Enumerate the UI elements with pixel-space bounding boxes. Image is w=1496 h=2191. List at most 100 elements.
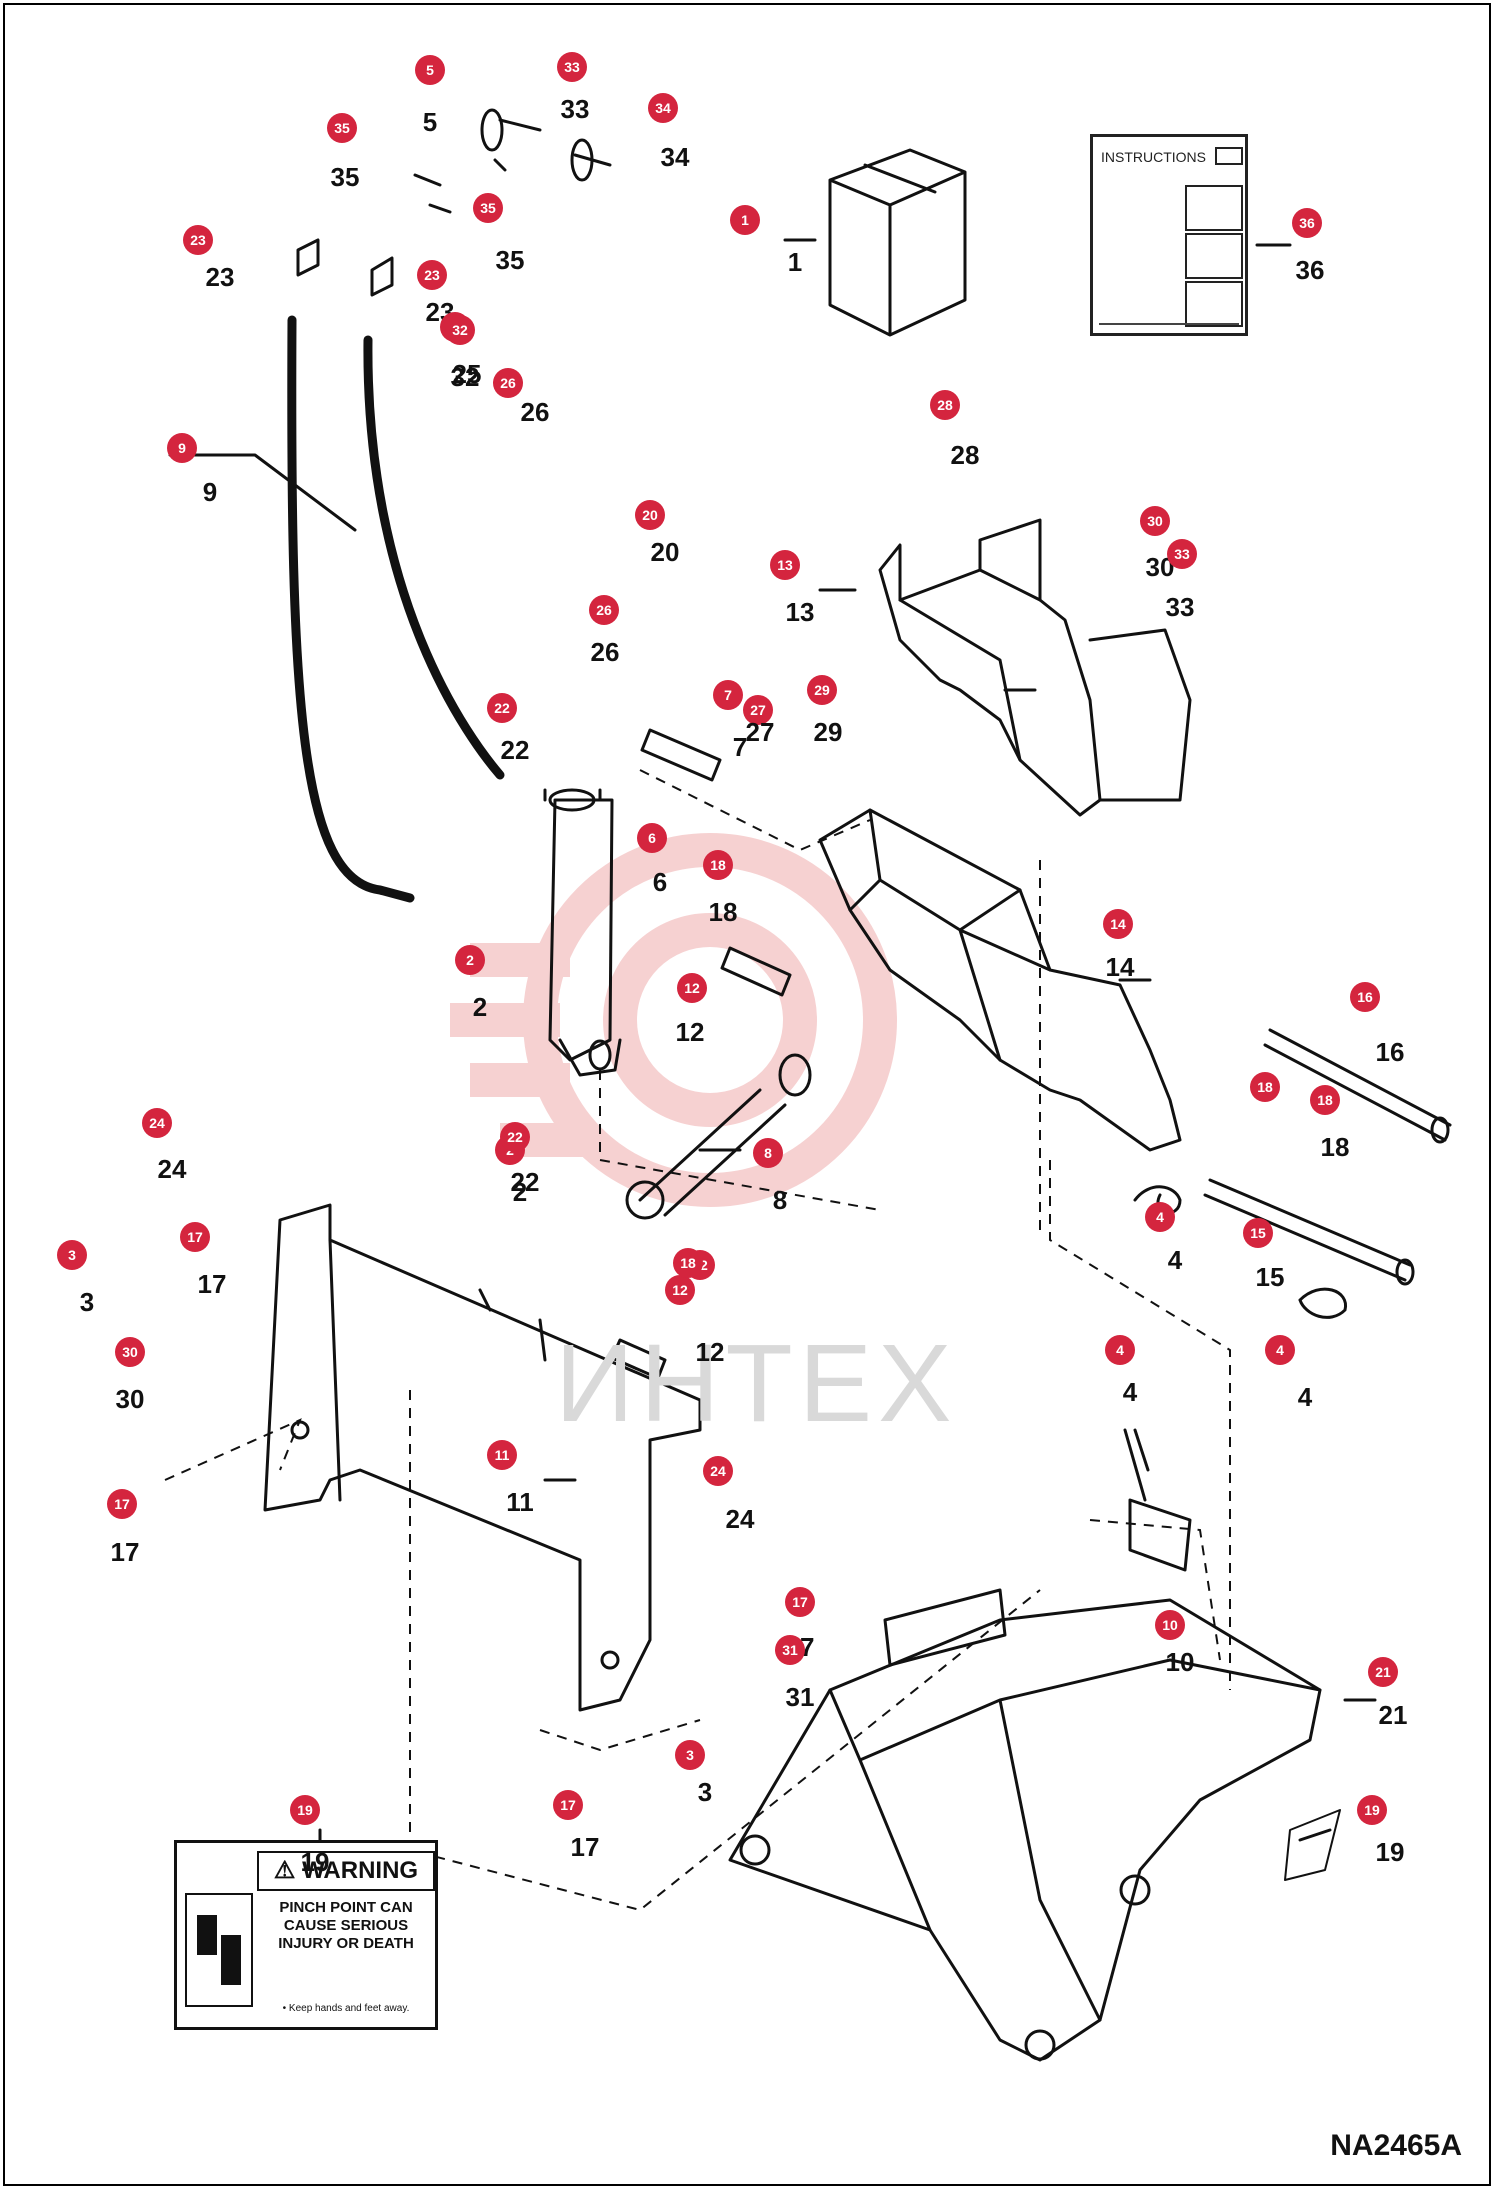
callout-label: 35 xyxy=(495,245,525,275)
callout-badge: 20 xyxy=(635,500,665,530)
watermark-gear xyxy=(450,833,897,1207)
callout-badge: 31 xyxy=(775,1635,805,1665)
instructions-title: INSTRUCTIONS xyxy=(1101,149,1206,165)
callout-label: 19 xyxy=(1375,1837,1405,1867)
callout-label: 35 xyxy=(330,162,360,192)
callout-label: 9 xyxy=(202,477,218,507)
callout-badge: 16 xyxy=(1350,982,1380,1012)
callout-badge: 26 xyxy=(589,595,619,625)
pinch-hazard-icon xyxy=(185,1893,253,2007)
line-art xyxy=(168,108,1452,2062)
diagram-frame xyxy=(3,3,1491,2186)
callout-label: 12 xyxy=(695,1337,725,1367)
callout-label: 6 xyxy=(652,867,668,897)
callout-badge: 29 xyxy=(807,675,837,705)
callout-label: 12 xyxy=(675,1017,705,1047)
callout-label: 26 xyxy=(590,637,620,667)
callout-badge: 12 xyxy=(665,1275,695,1305)
callout-label: 7 xyxy=(732,732,748,762)
callout-label: 16 xyxy=(1375,1037,1405,1067)
callout-label: 22 xyxy=(500,735,530,765)
callout-label: 32 xyxy=(450,362,480,392)
callout-badge: 8 xyxy=(753,1138,783,1168)
callout-badge: 13 xyxy=(770,550,800,580)
callout-label: 25 xyxy=(452,359,482,389)
callout-label: 26 xyxy=(520,397,550,427)
warning-decal: ⚠ WARNING PINCH POINT CAN CAUSE SERIOUS … xyxy=(174,1840,438,2030)
callout-label: 3 xyxy=(697,1777,713,1807)
instructions-sheet: INSTRUCTIONS xyxy=(1090,134,1248,336)
callout-badge: 32 xyxy=(445,315,475,345)
callout-badge: 3 xyxy=(57,1240,87,1270)
instructions-box xyxy=(1185,185,1243,231)
callout-label: 8 xyxy=(772,1185,788,1215)
callout-label: 30 xyxy=(115,1384,145,1414)
callout-badge: 2 xyxy=(455,945,485,975)
callout-label: 4 xyxy=(1122,1377,1138,1407)
warning-heading: ⚠ WARNING xyxy=(257,1851,435,1891)
callout-badge: 3 xyxy=(675,1740,705,1770)
callout-badge: 22 xyxy=(500,1122,530,1152)
callout-badge: 33 xyxy=(1167,539,1197,569)
callout-label: 4 xyxy=(1297,1382,1313,1412)
callout-label: 27 xyxy=(745,717,775,747)
callout-badge: 9 xyxy=(167,433,197,463)
callout-label: 33 xyxy=(1165,592,1195,622)
callout-badge: 17 xyxy=(107,1489,137,1519)
callout-badge: 23 xyxy=(417,260,447,290)
callout-badge: 12 xyxy=(677,973,707,1003)
warning-note: • Keep hands and feet away. xyxy=(282,2003,410,2014)
callout-label: 15 xyxy=(1255,1262,1285,1292)
callout-label: 29 xyxy=(813,717,843,747)
callout-badge: 4 xyxy=(1105,1335,1135,1365)
callout-badge: 18 xyxy=(673,1248,703,1278)
callout-badge: 22 xyxy=(487,693,517,723)
callout-label: 18 xyxy=(708,897,738,927)
callout-badge: 7 xyxy=(713,680,743,710)
callout-label: 28 xyxy=(950,440,980,470)
callout-badge: 1 xyxy=(730,205,760,235)
callout-label: 36 xyxy=(1295,255,1325,285)
callout-label: 10 xyxy=(1165,1647,1195,1677)
callout-label: 34 xyxy=(660,142,690,172)
callout-label: 31 xyxy=(785,1682,815,1712)
callout-badge: 21 xyxy=(1368,1657,1398,1687)
callout-badge: 10 xyxy=(1155,1610,1185,1640)
callout-label: 21 xyxy=(1378,1700,1408,1730)
callout-badge: 6 xyxy=(637,823,667,853)
callout-badge: 26 xyxy=(493,368,523,398)
callout-badge: 24 xyxy=(703,1456,733,1486)
watermark-text: ИНТЕХ xyxy=(555,1322,958,1445)
callout-badge: 15 xyxy=(1243,1218,1273,1248)
callout-label: 33 xyxy=(560,94,590,124)
callout-label: 23 xyxy=(205,262,235,292)
instructions-box xyxy=(1185,281,1243,327)
callout-badge: 24 xyxy=(142,1108,172,1138)
callout-label: 4 xyxy=(1167,1245,1183,1275)
callout-badge: 4 xyxy=(1265,1335,1295,1365)
instructions-title-box xyxy=(1215,147,1243,165)
callout-label: 24 xyxy=(725,1504,755,1534)
instructions-box xyxy=(1185,233,1243,279)
callout-badge: 19 xyxy=(1357,1795,1387,1825)
callout-badge: 33 xyxy=(557,52,587,82)
instructions-footer-rule xyxy=(1099,323,1239,325)
callout-label: 20 xyxy=(650,537,680,567)
callout-label: 19 xyxy=(300,1847,330,1877)
callout-badge: 23 xyxy=(183,225,213,255)
callout-label: 24 xyxy=(157,1154,187,1184)
callout-badge: 30 xyxy=(1140,506,1170,536)
callout-label: 14 xyxy=(1105,952,1135,982)
callout-badge: 34 xyxy=(648,93,678,123)
callout-badge: 17 xyxy=(553,1790,583,1820)
callout-badge: 28 xyxy=(930,390,960,420)
callout-badge: 35 xyxy=(473,193,503,223)
callout-label: 13 xyxy=(785,597,815,627)
callout-label: 17 xyxy=(110,1537,140,1567)
callout-label: 17 xyxy=(570,1832,600,1862)
callout-badge: 18 xyxy=(703,850,733,880)
callout-badge: 27 xyxy=(743,695,773,725)
callout-badge: 36 xyxy=(1292,208,1322,238)
callout-label: 11 xyxy=(506,1487,534,1517)
